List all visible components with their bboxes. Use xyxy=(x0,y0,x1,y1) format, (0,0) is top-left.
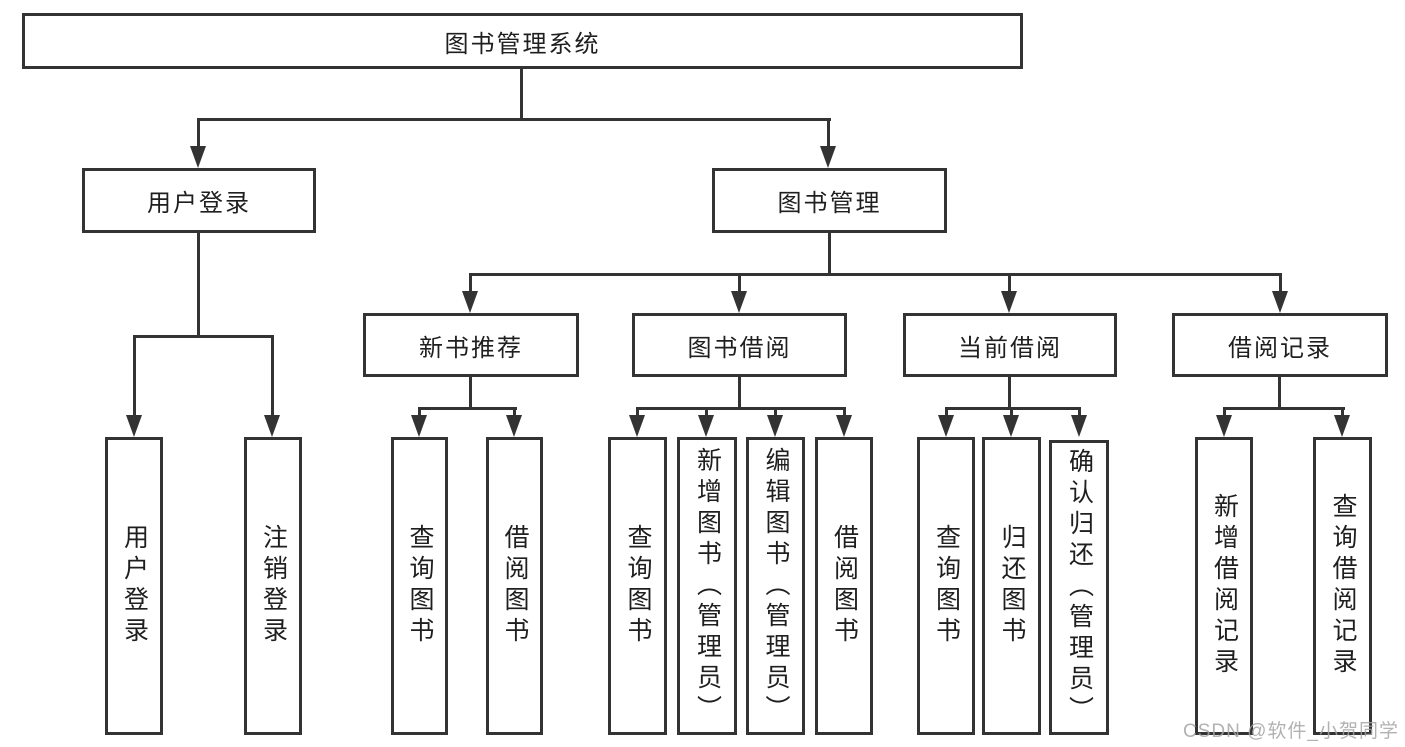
connector-arrowhead xyxy=(190,146,206,168)
connector-arrowhead xyxy=(1334,415,1350,437)
connector-line xyxy=(828,233,831,273)
connector-arrowhead xyxy=(698,415,714,437)
connector-line xyxy=(197,118,200,150)
connector-line xyxy=(469,273,472,293)
connector-arrowhead xyxy=(820,146,836,168)
connector-line xyxy=(513,407,516,417)
connector-line xyxy=(133,335,136,419)
connector-arrowhead xyxy=(629,415,645,437)
connector-arrowhead xyxy=(462,291,478,313)
leaf-user-login: 用户登录 xyxy=(105,437,163,735)
connector-line xyxy=(827,118,830,150)
leaf-query-books-recommend: 查询图书 xyxy=(391,437,448,735)
connector-line xyxy=(738,273,741,293)
connector-line xyxy=(1278,377,1281,407)
connector-line xyxy=(1008,377,1011,407)
watermark: CSDN @软件_小贺同学 xyxy=(1183,721,1399,742)
node-current-borrowing: 当前借阅 xyxy=(903,313,1117,377)
leaf-query-books-current: 查询图书 xyxy=(917,437,975,735)
connector-line xyxy=(774,407,777,417)
leaf-logout-login: 注销登录 xyxy=(244,437,302,735)
leaf-borrow-books-borrowing: 借阅图书 xyxy=(815,437,873,735)
connector-line xyxy=(197,118,831,121)
connector-line xyxy=(1223,407,1345,410)
leaf-add-book-admin: 新增图书（管理员） xyxy=(677,437,737,735)
leaf-query-books-borrowing: 查询图书 xyxy=(608,437,667,735)
connector-arrowhead xyxy=(767,415,783,437)
connector-line xyxy=(1008,273,1011,293)
connector-line xyxy=(945,407,1081,410)
connector-line xyxy=(636,407,639,417)
leaf-edit-book-admin: 编辑图书（管理员） xyxy=(746,437,805,735)
connector-line xyxy=(1010,407,1013,417)
node-book-borrowing: 图书借阅 xyxy=(632,313,847,377)
connector-arrowhead xyxy=(1001,291,1017,313)
connector-arrowhead xyxy=(411,415,427,437)
connector-line xyxy=(738,377,741,407)
connector-line xyxy=(133,335,274,338)
connector-line xyxy=(636,407,846,410)
connector-line xyxy=(197,233,200,335)
node-root: 图书管理系统 xyxy=(22,13,1023,69)
connector-line xyxy=(469,377,472,407)
node-borrow-records: 借阅记录 xyxy=(1172,313,1388,377)
leaf-add-borrow-record: 新增借阅记录 xyxy=(1195,437,1253,735)
connector-arrowhead xyxy=(1216,415,1232,437)
connector-line xyxy=(705,407,708,417)
connector-arrowhead xyxy=(126,415,142,437)
connector-line xyxy=(418,407,421,417)
node-new-book-recommend: 新书推荐 xyxy=(363,313,579,377)
node-book-management: 图书管理 xyxy=(712,168,947,233)
connector-line xyxy=(843,407,846,417)
connector-arrowhead xyxy=(264,415,280,437)
connector-line xyxy=(271,335,274,419)
connector-line xyxy=(1279,273,1282,293)
connector-arrowhead xyxy=(1003,415,1019,437)
connector-line xyxy=(1078,407,1081,417)
connector-line xyxy=(1223,407,1226,417)
node-user-login: 用户登录 xyxy=(82,168,316,233)
connector-arrowhead xyxy=(938,415,954,437)
connector-arrowhead xyxy=(1272,291,1288,313)
connector-line xyxy=(418,407,517,410)
leaf-return-books: 归还图书 xyxy=(982,437,1041,735)
connector-arrowhead xyxy=(731,291,747,313)
leaf-query-borrow-record: 查询借阅记录 xyxy=(1313,437,1372,735)
leaf-confirm-return-admin: 确认归还（管理员） xyxy=(1049,440,1109,735)
connector-arrowhead xyxy=(506,415,522,437)
connector-line xyxy=(1341,407,1344,417)
connector-line xyxy=(945,407,948,417)
leaf-borrow-books-recommend: 借阅图书 xyxy=(486,437,543,735)
connector-arrowhead xyxy=(1071,415,1087,437)
connector-line xyxy=(520,69,523,118)
connector-line xyxy=(469,273,1282,276)
connector-arrowhead xyxy=(836,415,852,437)
